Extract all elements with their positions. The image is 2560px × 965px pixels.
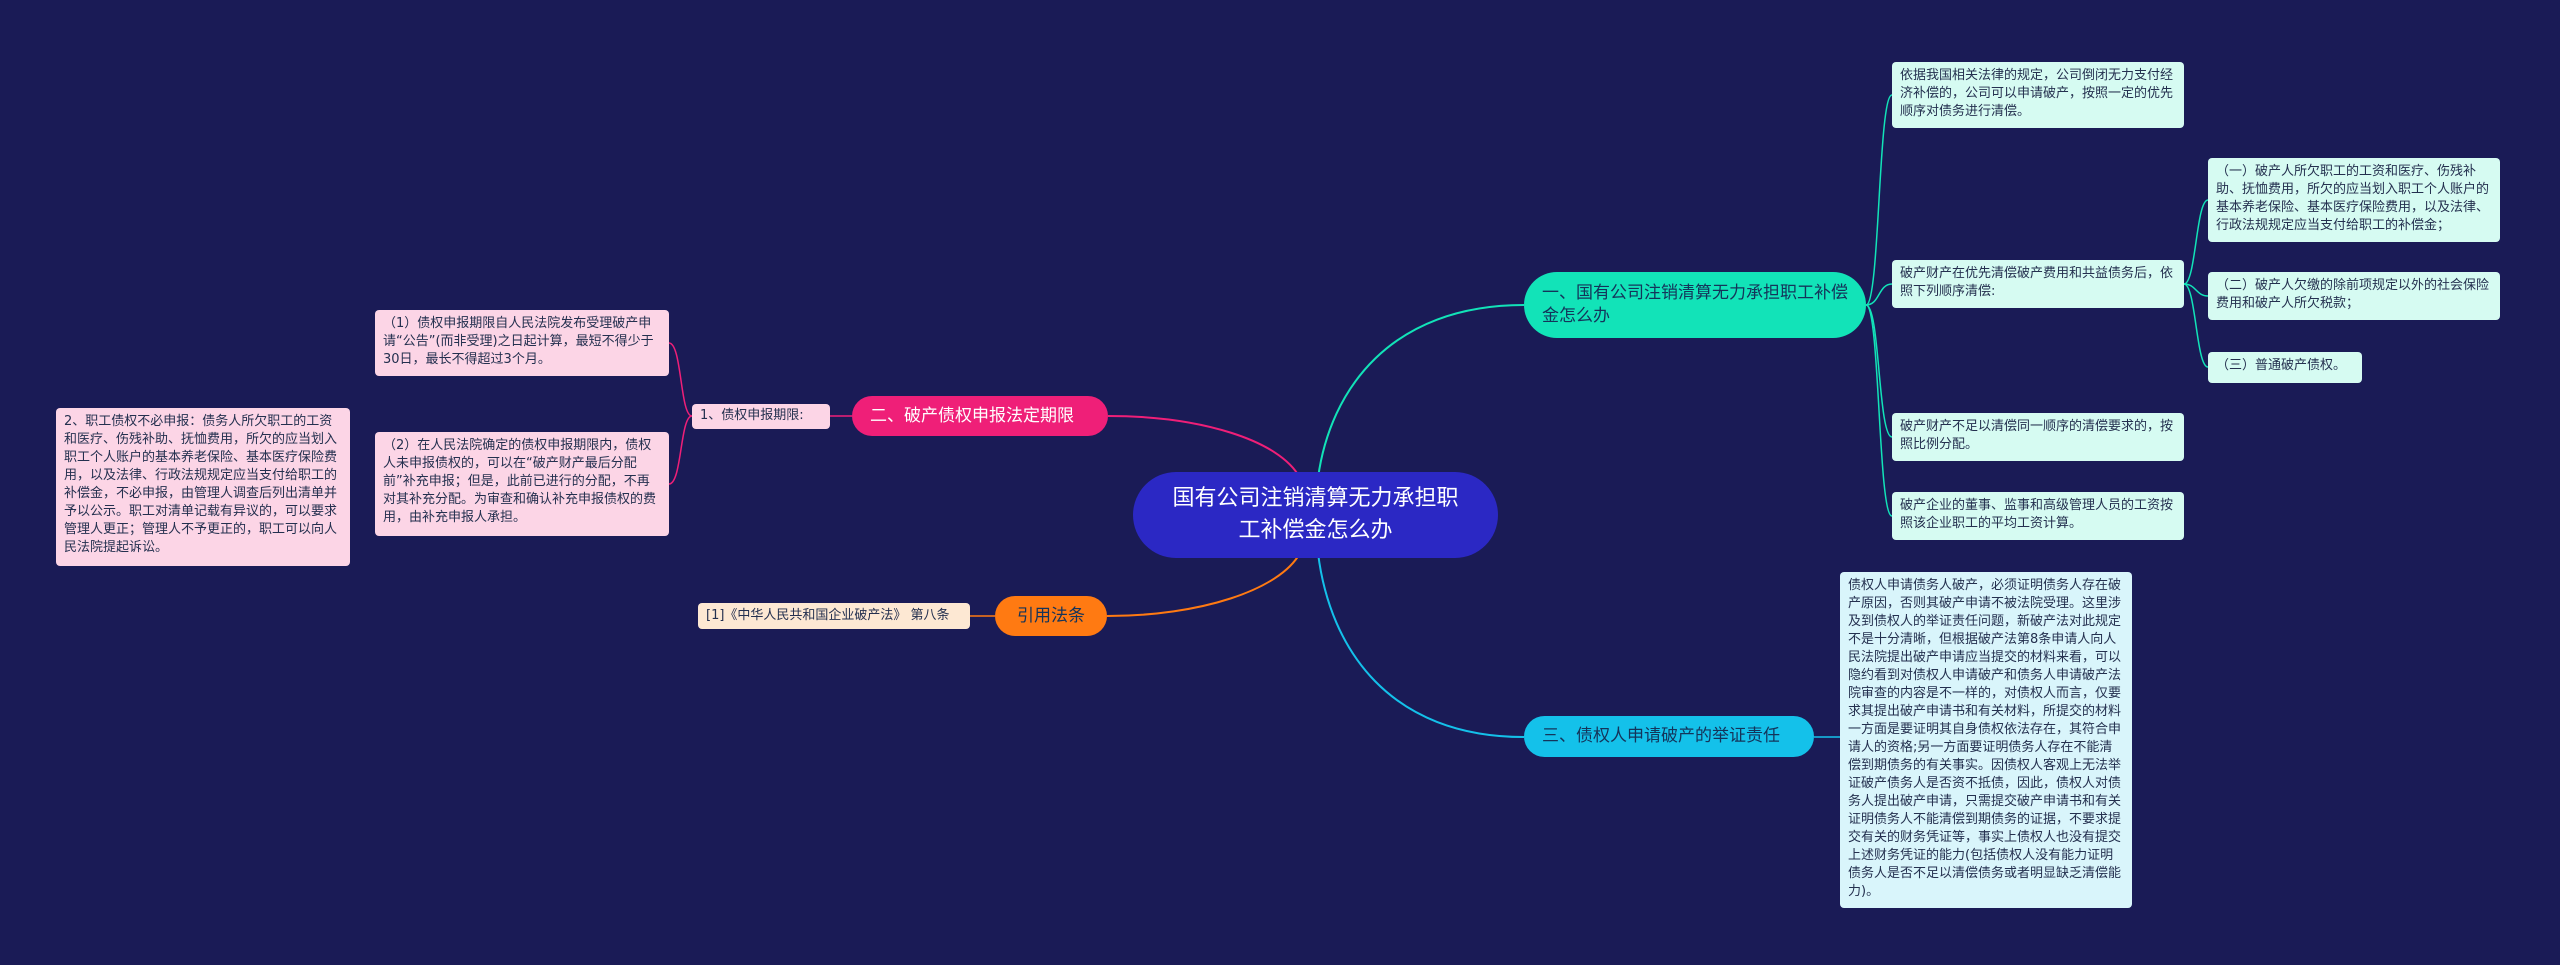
branch-3-item-1[interactable]: （1）债权申报期限自人民法院发布受理破产申请“公告”(而非受理)之日起计算，最短… (375, 310, 669, 376)
branch-1-item-2[interactable]: 破产财产在优先清偿破产费用和共益债务后，依照下列顺序清偿: (1892, 260, 2184, 308)
branch-1-item-3[interactable]: 破产财产不足以清偿同一顺序的清偿要求的，按照比例分配。 (1892, 413, 2184, 461)
branch-3-extra[interactable]: 2、职工债权不必申报：债务人所欠职工的工资和医疗、伤残补助、抚恤费用，所欠的应当… (56, 408, 350, 566)
branch-3-item-2[interactable]: （2）在人民法院确定的债权申报期限内，债权人未申报债权的，可以在“破产财产最后分… (375, 432, 669, 536)
branch-2-text[interactable]: 债权人申请债务人破产，必须证明债务人存在破产原因，否则其破产申请不被法院受理。这… (1840, 572, 2132, 908)
branch-1-sub-item-2[interactable]: （二）破产人欠缴的除前项规定以外的社会保险费用和破产人所欠税款； (2208, 272, 2500, 320)
branch-4-topic[interactable]: 引用法条 (995, 596, 1107, 636)
branch-1-topic[interactable]: 一、国有公司注销清算无力承担职工补偿金怎么办 (1524, 272, 1866, 338)
branch-4-item-1[interactable]: [1]《中华人民共和国企业破产法》 第八条 (698, 603, 970, 629)
branch-1-sub-item-1[interactable]: （一）破产人所欠职工的工资和医疗、伤残补助、抚恤费用，所欠的应当划入职工个人账户… (2208, 158, 2500, 242)
branch-2-topic[interactable]: 三、债权人申请破产的举证责任 (1524, 716, 1814, 757)
root-topic[interactable]: 国有公司注销清算无力承担职工补偿金怎么办 (1133, 472, 1498, 558)
branch-1-sub-item-3[interactable]: （三）普通破产债权。 (2208, 352, 2362, 383)
branch-3-topic[interactable]: 二、破产债权申报法定期限 (852, 396, 1108, 436)
branch-3-sub-label[interactable]: 1、债权申报期限: (692, 404, 830, 429)
branch-1-item-1[interactable]: 依据我国相关法律的规定，公司倒闭无力支付经济补偿的，公司可以申请破产，按照一定的… (1892, 62, 2184, 128)
branch-1-item-4[interactable]: 破产企业的董事、监事和高级管理人员的工资按照该企业职工的平均工资计算。 (1892, 492, 2184, 540)
